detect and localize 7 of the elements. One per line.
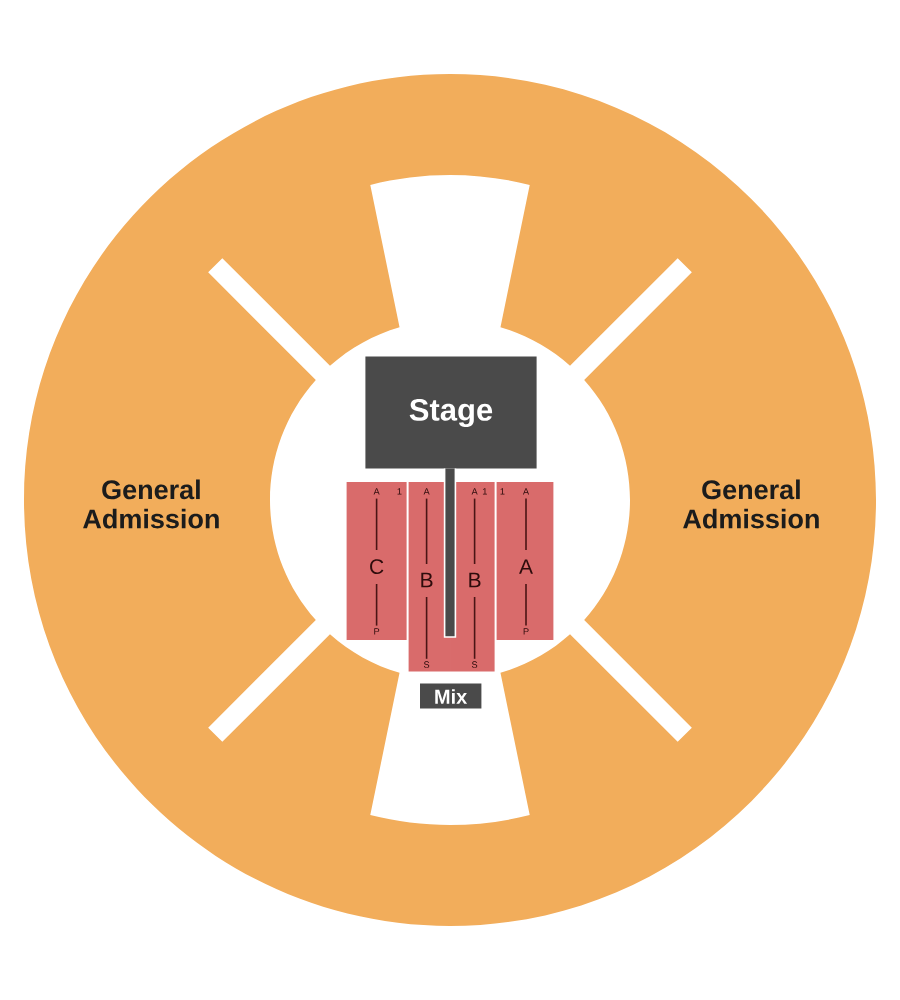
section-letter: C xyxy=(370,559,384,575)
section-letter: A xyxy=(519,559,533,574)
section-letter: B xyxy=(421,572,433,588)
area-label: General Admission xyxy=(683,479,819,529)
general-admission-area xyxy=(24,74,876,926)
section-letter: B xyxy=(469,572,481,588)
area-label: General Admission xyxy=(83,479,219,529)
